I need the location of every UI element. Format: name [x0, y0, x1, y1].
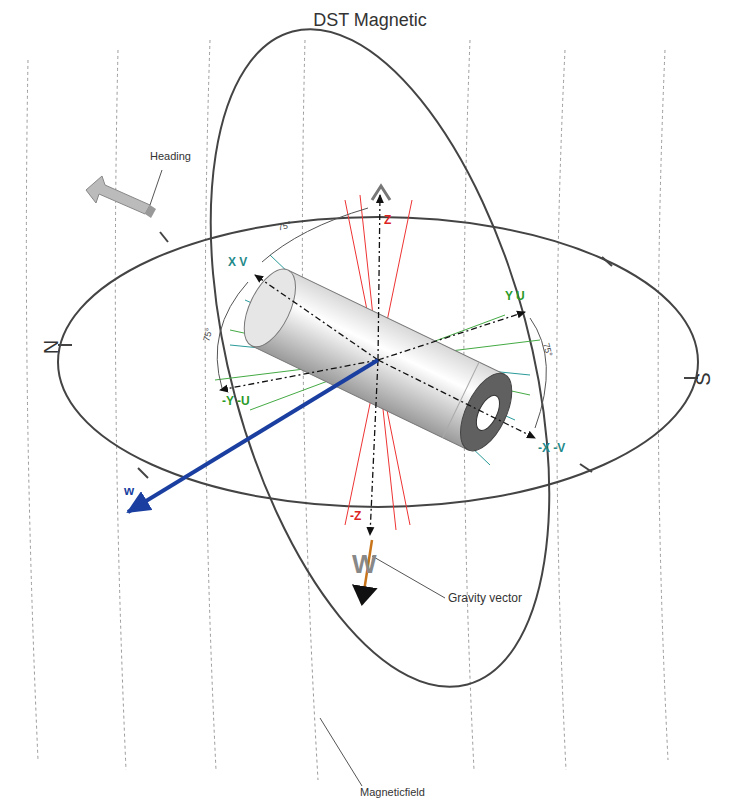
angle-label: 75°	[540, 342, 553, 358]
vector-label: w	[124, 484, 134, 498]
field-label: Magneticfield	[360, 786, 425, 798]
axis-label: -X -V	[538, 442, 565, 455]
axis-label: -Z	[350, 510, 361, 523]
axis-label: Z	[384, 214, 391, 227]
axis-marker: W	[352, 550, 377, 579]
heading-label: Heading	[150, 150, 191, 162]
gravity-label: Gravity vector	[448, 592, 522, 605]
axis-label: -Y -U	[222, 395, 250, 408]
compass-north: N	[40, 340, 62, 354]
angle-label: 75°	[277, 220, 293, 233]
axis-label: X V	[228, 256, 247, 269]
axis-label: Y U	[505, 290, 525, 303]
compass-south: S	[692, 372, 714, 385]
angle-label: 75°	[202, 327, 215, 343]
diagram-title: DST Magnetic	[0, 10, 740, 31]
